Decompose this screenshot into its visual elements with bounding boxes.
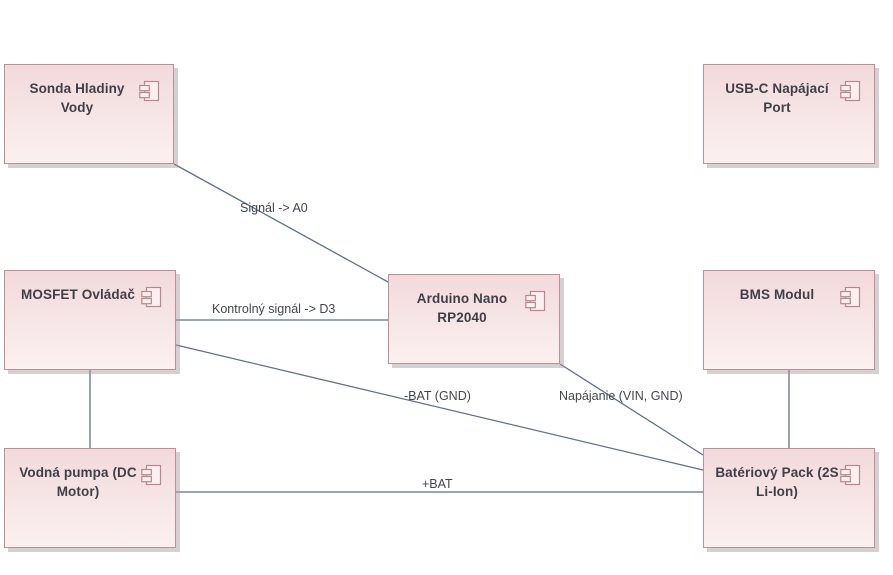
connector-line[interactable]	[173, 163, 389, 283]
component-title: MOSFET Ovládač	[21, 287, 135, 302]
component-node-bms[interactable]: BMS Modul	[703, 270, 875, 370]
edge-label-pumpa-bateria: +BAT	[422, 477, 453, 491]
edge-label-sonda-arduino: Signál -> A0	[240, 201, 308, 215]
edge-label-mosfet-arduino: Kontrolný signál -> D3	[212, 302, 336, 316]
uml-component-icon	[139, 80, 160, 102]
uml-component-icon	[840, 80, 861, 102]
uml-component-icon	[141, 464, 162, 486]
uml-component-icon	[141, 286, 162, 308]
edge-label-mosfet-bateria: -BAT (GND)	[404, 389, 471, 403]
component-title: BMS Modul	[739, 287, 815, 302]
uml-component-icon	[840, 464, 861, 486]
uml-component-icon	[840, 286, 861, 308]
edge-label-arduino-bateria: Napájanie (VIN, GND)	[559, 389, 683, 403]
uml-component-icon	[525, 290, 546, 312]
connector-line[interactable]	[559, 363, 704, 456]
component-node-mosfet[interactable]: MOSFET Ovládač	[4, 270, 176, 370]
